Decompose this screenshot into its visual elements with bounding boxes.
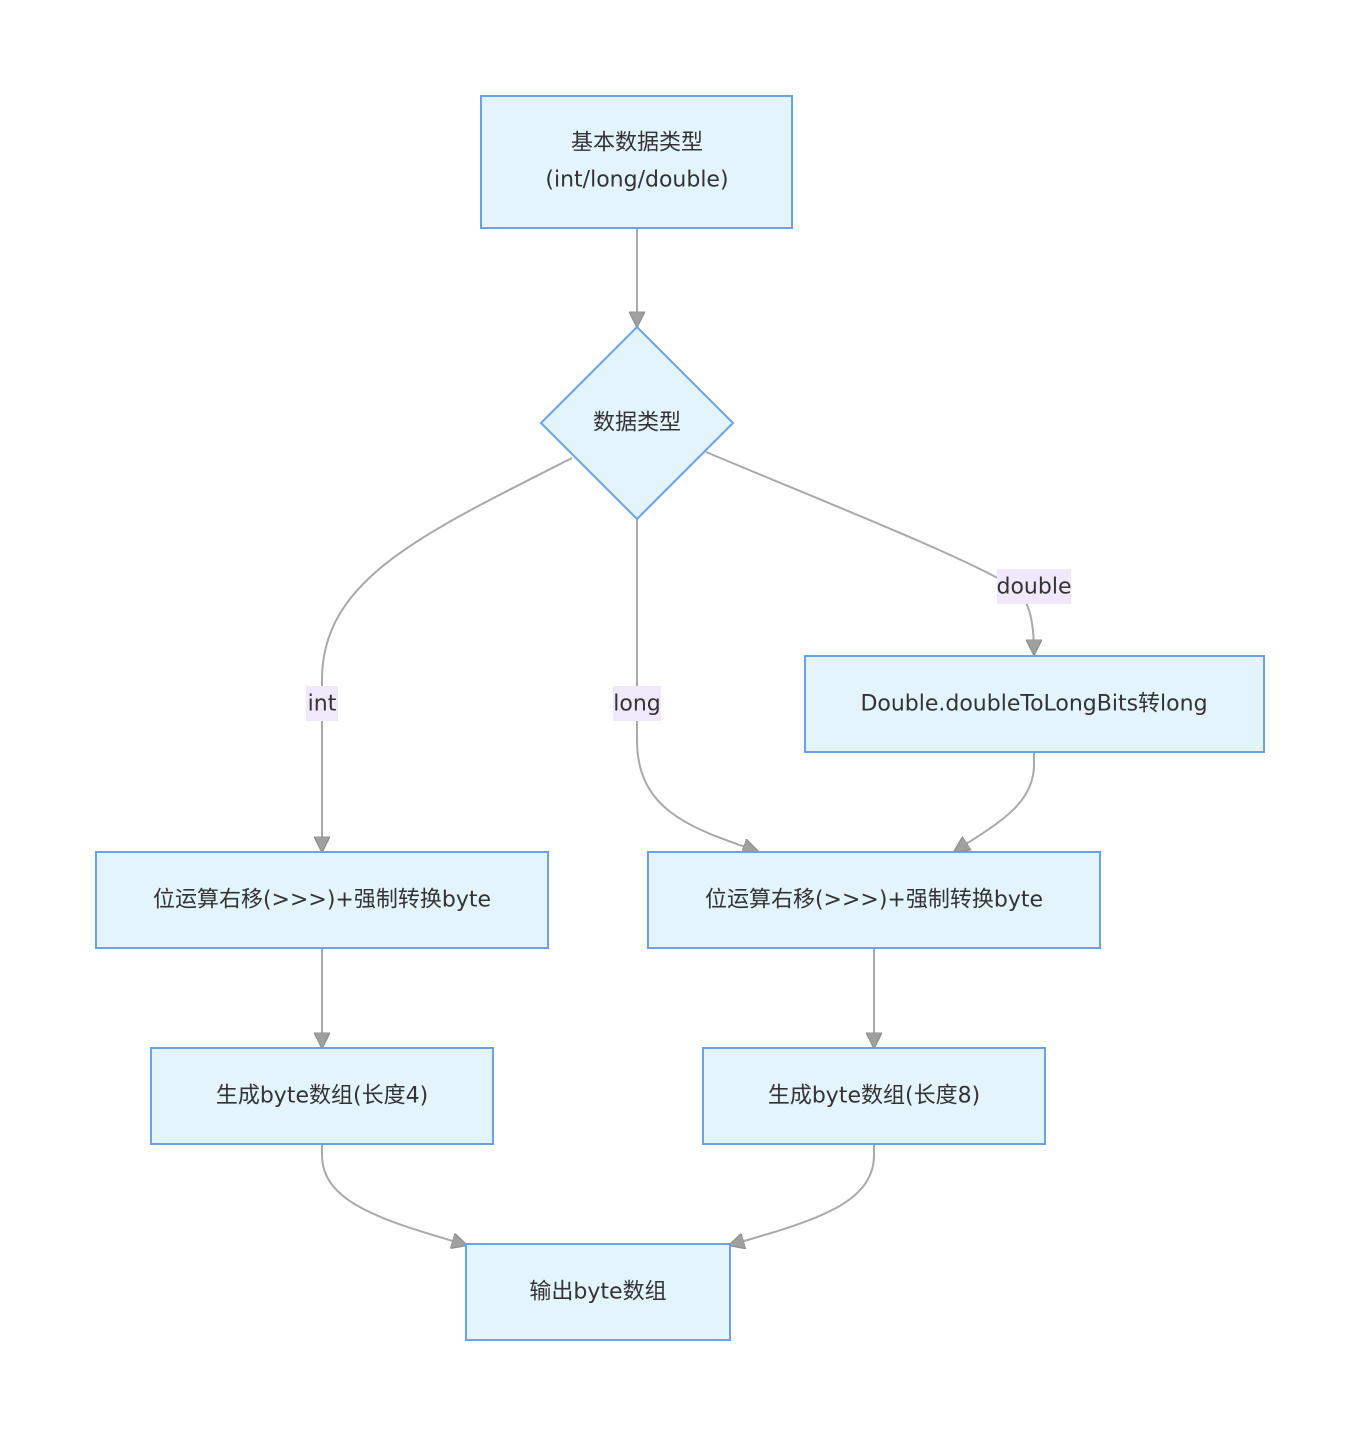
node-output-label: 输出byte数组 <box>529 1280 666 1305</box>
edge-convert-double-to-shift-long <box>955 752 1035 851</box>
edge-label-long: long <box>613 686 661 721</box>
node-start: 基本数据类型 (int/long/double) <box>480 95 793 229</box>
node-array4-label: 生成byte数组(长度4) <box>216 1084 428 1109</box>
edge-label-long-text: long <box>613 692 660 717</box>
node-array4: 生成byte数组(长度4) <box>150 1047 494 1145</box>
node-output: 输出byte数组 <box>465 1243 731 1341</box>
node-decision-label: 数据类型 <box>593 411 681 436</box>
node-shift-long: 位运算右移(>>>)+强制转换byte <box>647 851 1101 949</box>
edge-label-int-text: int <box>308 692 337 717</box>
node-convert-double-label: Double.doubleToLongBits转long <box>860 692 1207 717</box>
node-array8: 生成byte数组(长度8) <box>702 1047 1046 1145</box>
edge-array8-to-output <box>730 1144 875 1245</box>
node-decision: 数据类型 <box>539 325 735 521</box>
node-convert-double: Double.doubleToLongBits转long <box>804 655 1265 753</box>
edge-decision-to-convert-double <box>705 451 1034 654</box>
node-start-line2: (int/long/double) <box>545 168 728 193</box>
node-start-line1: 基本数据类型 <box>571 131 703 156</box>
edge-array4-to-output <box>321 1144 466 1245</box>
edge-label-double: double <box>997 569 1072 604</box>
edge-decision-to-shift-int <box>322 457 573 851</box>
edge-decision-to-shift-long <box>636 519 757 851</box>
edge-label-int: int <box>306 686 338 721</box>
edge-label-double-text: double <box>997 575 1072 600</box>
node-array8-label: 生成byte数组(长度8) <box>768 1084 980 1109</box>
node-shift-long-label: 位运算右移(>>>)+强制转换byte <box>705 888 1043 913</box>
node-shift-int: 位运算右移(>>>)+强制转换byte <box>95 851 549 949</box>
node-shift-int-label: 位运算右移(>>>)+强制转换byte <box>153 888 491 913</box>
